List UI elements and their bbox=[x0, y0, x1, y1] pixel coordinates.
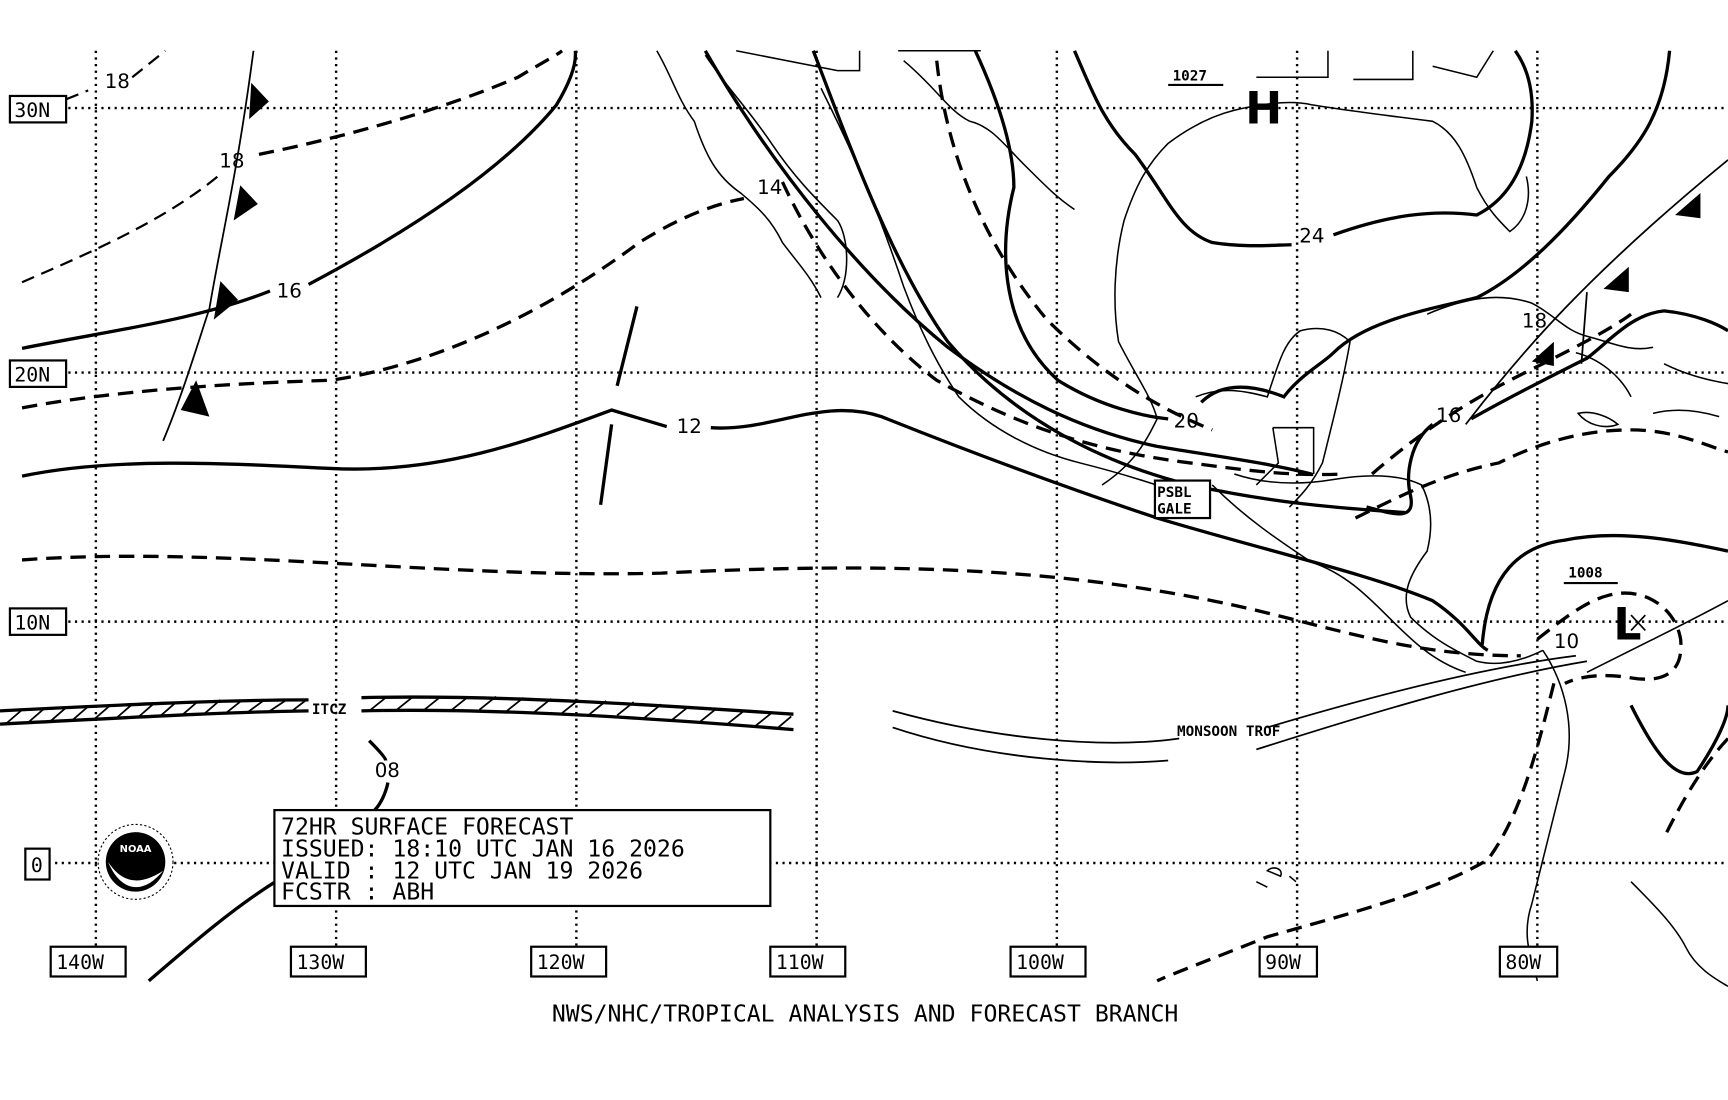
cold-front-west bbox=[162, 50, 269, 442]
lon-label: 80W bbox=[1505, 951, 1541, 974]
lat-label-30n: 30N bbox=[14, 99, 50, 122]
gale-warning-box: PSBL GALE bbox=[1153, 479, 1212, 520]
lon-label: 100W bbox=[1016, 951, 1064, 974]
lon-label: 140W bbox=[56, 951, 104, 974]
coastlines bbox=[656, 50, 1728, 988]
svg-text:GALE: GALE bbox=[1157, 502, 1191, 518]
isobar-10 bbox=[21, 554, 1521, 658]
lon-label: 110W bbox=[776, 951, 824, 974]
forecast-title: 72HR SURFACE FORECAST bbox=[281, 814, 573, 840]
issued-time: ISSUED: 18:10 UTC JAN 16 2026 bbox=[281, 836, 685, 862]
longitude-labels: 140W 130W 120W 110W 100W 90W 80W bbox=[49, 945, 1559, 978]
low-pressure-value: 1008 bbox=[1568, 566, 1602, 582]
high-pressure-value: 1027 bbox=[1173, 69, 1207, 85]
front-caribbean bbox=[1465, 159, 1728, 425]
lat-label-20n: 20N bbox=[14, 363, 50, 386]
forecaster: FCSTR : ABH bbox=[281, 879, 434, 905]
itcz-label: ITCZ bbox=[312, 702, 347, 718]
forecast-info-box: 72HR SURFACE FORECAST ISSUED: 18:10 UTC … bbox=[273, 808, 772, 908]
monsoon-trough-label: MONSOON TROF bbox=[1177, 724, 1280, 740]
isobar-18-mid bbox=[21, 173, 222, 284]
itcz-band: ITCZ bbox=[0, 695, 794, 732]
isobar-label: 18 bbox=[219, 150, 244, 173]
lat-label-10n: 10N bbox=[14, 611, 50, 634]
latitude-labels: 30N 20N 10N 0 bbox=[8, 94, 68, 881]
lat-label-equator: 0 bbox=[31, 854, 43, 877]
isobar-18-low bbox=[21, 196, 745, 410]
isobar-label: 14 bbox=[757, 176, 782, 199]
svg-text:PSBL: PSBL bbox=[1157, 485, 1192, 501]
isobar-labels: 18 18 16 14 12 08 20 24 18 16 10 bbox=[105, 70, 1579, 782]
isobar-label: 18 bbox=[1522, 309, 1547, 332]
high-pressure-center: 1027 H bbox=[1168, 69, 1282, 135]
high-symbol: H bbox=[1245, 84, 1282, 135]
isobar-label: 16 bbox=[277, 280, 302, 303]
isobar-label: 20 bbox=[1174, 410, 1199, 433]
isobar-16-west bbox=[21, 289, 271, 350]
low-pressure-center: 1008 L bbox=[1563, 566, 1646, 650]
lon-label: 90W bbox=[1265, 951, 1301, 974]
isobar-label: 12 bbox=[677, 415, 702, 438]
footer-credit: NWS/NHC/TROPICAL ANALYSIS AND FORECAST B… bbox=[552, 1002, 1179, 1028]
isobar-label: 24 bbox=[1299, 225, 1324, 248]
isobar-label: 10 bbox=[1554, 630, 1579, 653]
noaa-logo: NOAA bbox=[97, 823, 174, 900]
isobar-label: 18 bbox=[105, 70, 130, 93]
isobars bbox=[21, 49, 1728, 983]
isobar-24 bbox=[1332, 49, 1534, 237]
noaa-logo-text: NOAA bbox=[120, 844, 152, 855]
valid-time: VALID : 12 UTC JAN 19 2026 bbox=[281, 858, 643, 884]
lon-label: 130W bbox=[296, 951, 344, 974]
isobar-label: 16 bbox=[1436, 404, 1461, 427]
isobar-12 bbox=[21, 408, 668, 478]
lon-label: 120W bbox=[537, 951, 585, 974]
monsoon-trough: MONSOON TROF bbox=[892, 654, 1588, 764]
isobar-label: 08 bbox=[375, 759, 400, 782]
